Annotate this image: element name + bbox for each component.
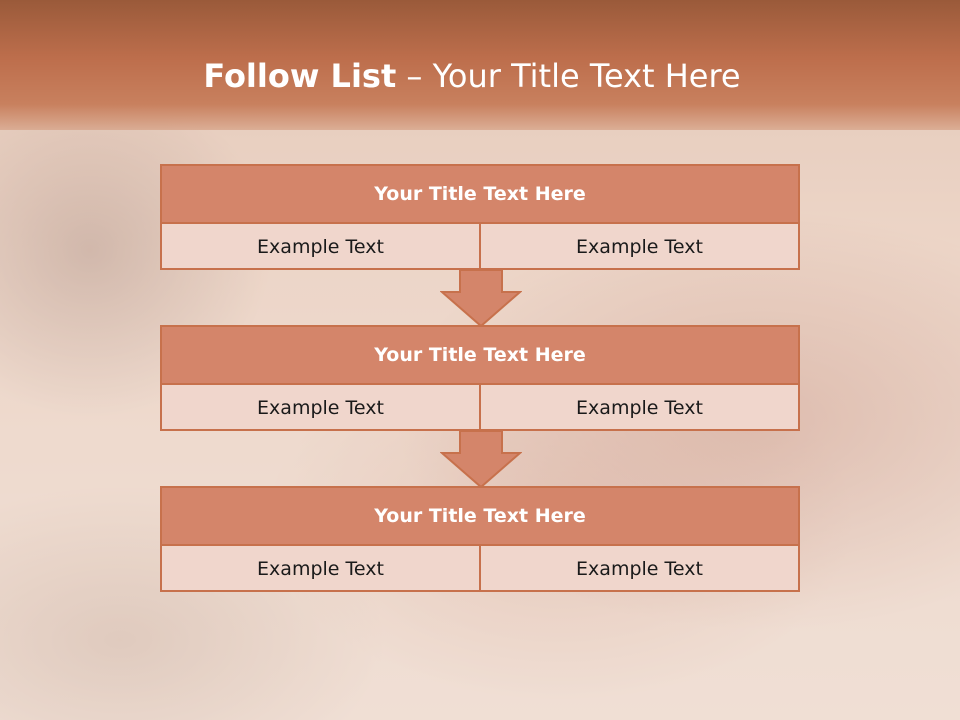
down-arrow-2 — [440, 431, 522, 489]
step-3-left-text: Example Text — [257, 558, 384, 580]
step-2-left-text: Example Text — [257, 397, 384, 419]
step-3-row: Example Text Example Text — [162, 546, 798, 592]
step-3-right-text: Example Text — [479, 546, 798, 592]
step-1-right-text: Example Text — [479, 224, 798, 270]
step-2-row: Example Text Example Text — [162, 385, 798, 431]
step-card-1: Your Title Text Here Example Text Exampl… — [160, 164, 800, 270]
step-3-heading: Your Title Text Here — [162, 488, 798, 546]
step-1-left-text: Example Text — [257, 236, 384, 258]
slide-title-rest: – Your Title Text Here — [396, 57, 741, 95]
step-2-right-text: Example Text — [479, 385, 798, 431]
step-card-3: Your Title Text Here Example Text Exampl… — [160, 486, 800, 592]
down-arrow-1 — [440, 270, 522, 328]
slide-title-bold: Follow List — [203, 57, 397, 95]
step-card-2: Your Title Text Here Example Text Exampl… — [160, 325, 800, 431]
step-1-row: Example Text Example Text — [162, 224, 798, 270]
step-2-heading: Your Title Text Here — [162, 327, 798, 385]
title-banner — [0, 0, 960, 130]
step-1-heading: Your Title Text Here — [162, 166, 798, 224]
slide-title: Follow List – Your Title Text Here — [0, 56, 944, 96]
